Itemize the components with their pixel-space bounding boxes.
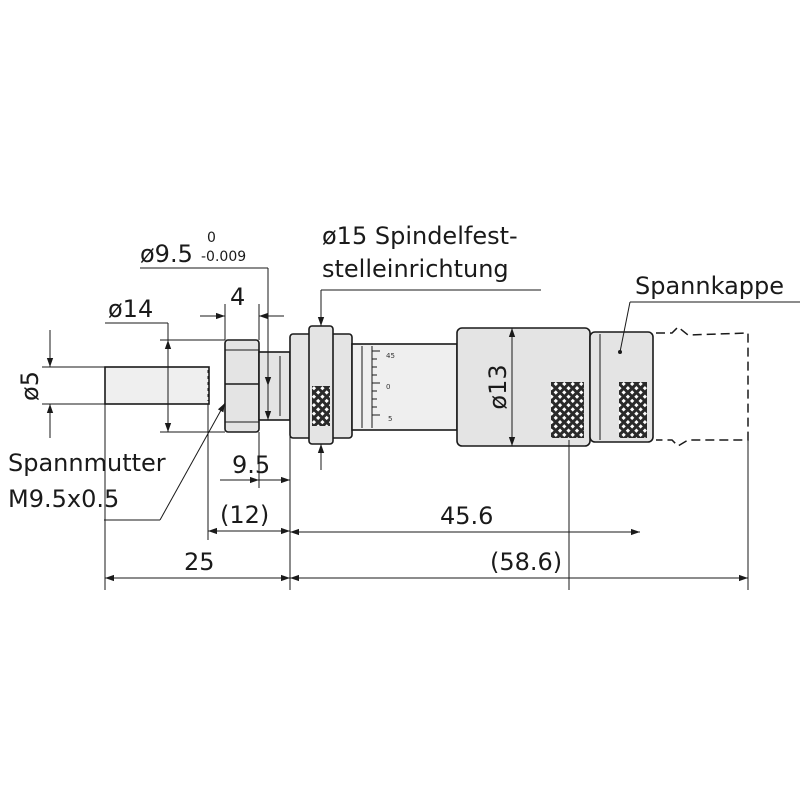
label-dia13: ø13 [484, 364, 512, 409]
sleeve-scale-ticks [372, 350, 380, 416]
dimension-lines [42, 267, 800, 590]
label-dia9-5: ø9.5 [140, 240, 193, 268]
label-dia14: ø14 [108, 295, 153, 323]
thimble-knurl [551, 382, 584, 438]
ratchet-knurl [619, 382, 647, 438]
label-tolerance-lower: -0.009 [201, 249, 246, 265]
label-dia15-line1: ø15 Spindelfest- [322, 222, 518, 250]
scale-mark-5: 5 [388, 415, 392, 423]
lock-knob-knurl [312, 386, 330, 426]
label-dim-25: 25 [184, 548, 215, 576]
label-dia15-line2: stelleinrichtung [322, 255, 509, 283]
scale-mark-0: 0 [386, 383, 390, 391]
label-dim-45-6: 45.6 [440, 502, 493, 530]
label-dim-12: (12) [220, 501, 269, 529]
label-spannkappe: Spannkappe [635, 272, 784, 300]
label-spannmutter-line1: Spannmutter [8, 449, 166, 477]
label-dim-4: 4 [230, 283, 245, 311]
label-dim-9-5: 9.5 [232, 451, 270, 479]
cap-outline-dashed [656, 325, 749, 447]
sleeve [351, 343, 458, 431]
spindle [104, 366, 210, 405]
micrometer-body: 45 0 5 [104, 325, 749, 447]
label-spannmutter-line2: M9.5x0.5 [8, 485, 119, 513]
lock-knob [308, 325, 334, 445]
label-dia5: ø5 [16, 371, 44, 401]
mounting-stem [258, 351, 291, 421]
label-tolerance-upper: 0 [207, 230, 216, 246]
clamp-nut [224, 339, 260, 433]
label-dim-58-6: (58.6) [490, 548, 562, 576]
scale-mark-45: 45 [386, 352, 395, 360]
